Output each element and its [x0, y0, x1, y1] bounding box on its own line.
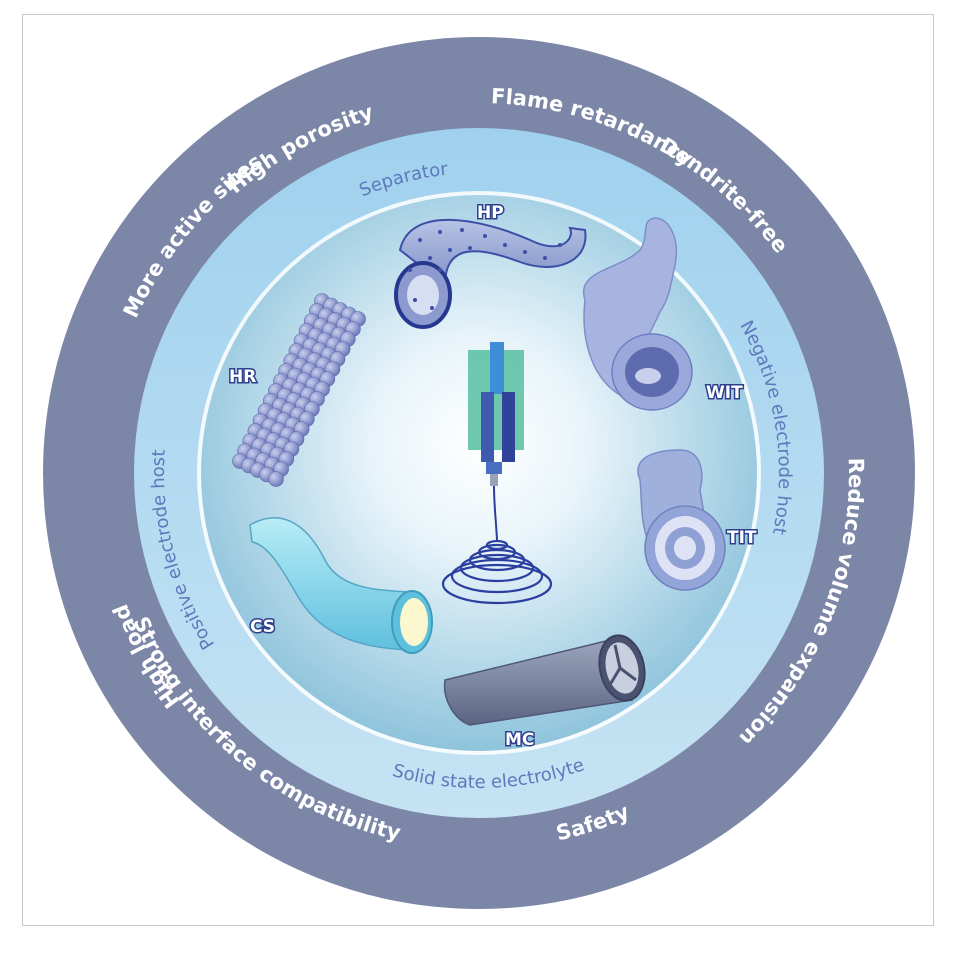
- cs-structure-icon: [249, 517, 433, 654]
- tit-structure-icon: [637, 449, 726, 591]
- hp-label: HP: [477, 203, 504, 223]
- wit-structure-icon: [582, 217, 693, 411]
- tit-label: TIT: [727, 528, 757, 548]
- hr-sphere: [268, 471, 284, 487]
- hr-structure-icon: [232, 293, 366, 487]
- wit-label: WIT: [706, 383, 743, 403]
- mc-structure-icon: [443, 634, 646, 726]
- mc-label: MC: [505, 730, 534, 750]
- hp-structure-icon: [394, 218, 587, 329]
- electrospinning-nozzle-icon: [468, 342, 524, 541]
- cs-label: CS: [250, 617, 275, 637]
- hr-label: HR: [229, 367, 256, 387]
- fiber-coil-icon: [441, 539, 553, 605]
